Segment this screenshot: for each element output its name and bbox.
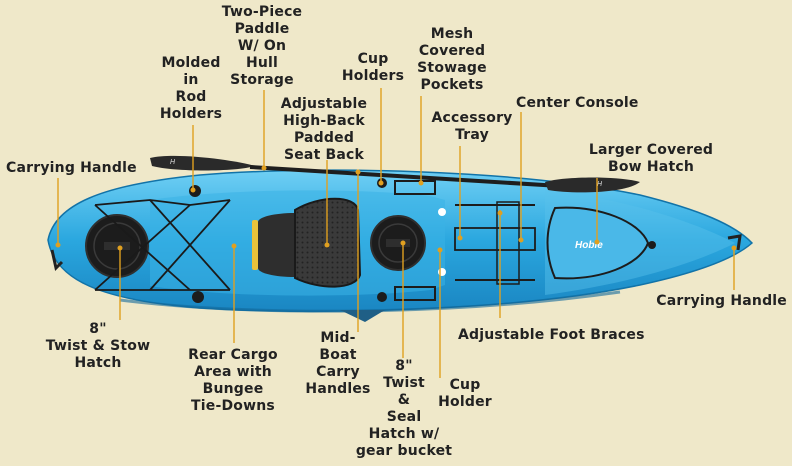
bungee-cords [94,199,231,291]
keel-skeg [340,310,385,322]
seat-accent [252,220,258,270]
label-two-piece-paddle: Two-Piece Paddle W/ On Hull Storage [221,4,303,88]
rod-holder-bottom [192,291,204,303]
label-twist-stow-hatch: 8" Twist & Stow Hatch [45,321,151,371]
label-molded-rod-holders: Molded in Rod Holders [159,55,223,122]
paddle-blade-front [545,177,640,193]
label-adjustable-foot-braces: Adjustable Foot Braces [458,327,645,343]
label-twist-seal-hatch: 8" Twist & Seal Hatch w/ gear bucket [355,358,453,459]
label-accessory-tray: Accessory Tray [431,110,513,143]
paddle-shaft [249,165,561,188]
mesh-pocket-top [394,180,436,195]
label-mesh-stowage-pockets: Mesh Covered Stowage Pockets [417,26,487,93]
label-carrying-handle-bow: Carrying Handle [656,293,787,309]
rear-hatch-grip [104,242,130,250]
accessory-dot-1 [438,208,446,216]
accessory-dot-2 [438,268,446,276]
cup-holder-bottom [377,292,387,302]
label-cup-holder-bottom: Cup Holder [438,377,492,410]
label-carrying-handle-stern: Carrying Handle [6,160,137,176]
label-mid-boat-handles: Mid- Boat Carry Handles [305,330,371,397]
leader-dots [55,165,737,253]
label-center-console: Center Console [516,95,639,111]
center-console [496,201,520,285]
bow-fitting [648,241,656,249]
accessory-tray [454,227,536,251]
leader-lines [57,88,735,378]
label-covered-bow-hatch: Larger Covered Bow Hatch [588,142,714,175]
stern-carry-handle [50,249,64,271]
bow-carry-handle [727,234,742,251]
label-adjustable-seat-back: Adjustable High-Back Padded Seat Back [280,96,368,163]
mid-hatch-grip [386,239,410,247]
mid-hatch-inner [378,223,418,263]
bow-hatch-logo: Hobie [575,240,603,251]
mesh-pocket-bottom [394,286,436,301]
label-cup-holders-top: Cup Holders [341,51,405,84]
paddle-logo: H [170,159,176,166]
label-rear-cargo-area: Rear Cargo Area with Bungee Tie-Downs [188,347,278,414]
paddle-blade-rear [150,155,255,171]
paddle-logo-2: H [597,181,603,188]
